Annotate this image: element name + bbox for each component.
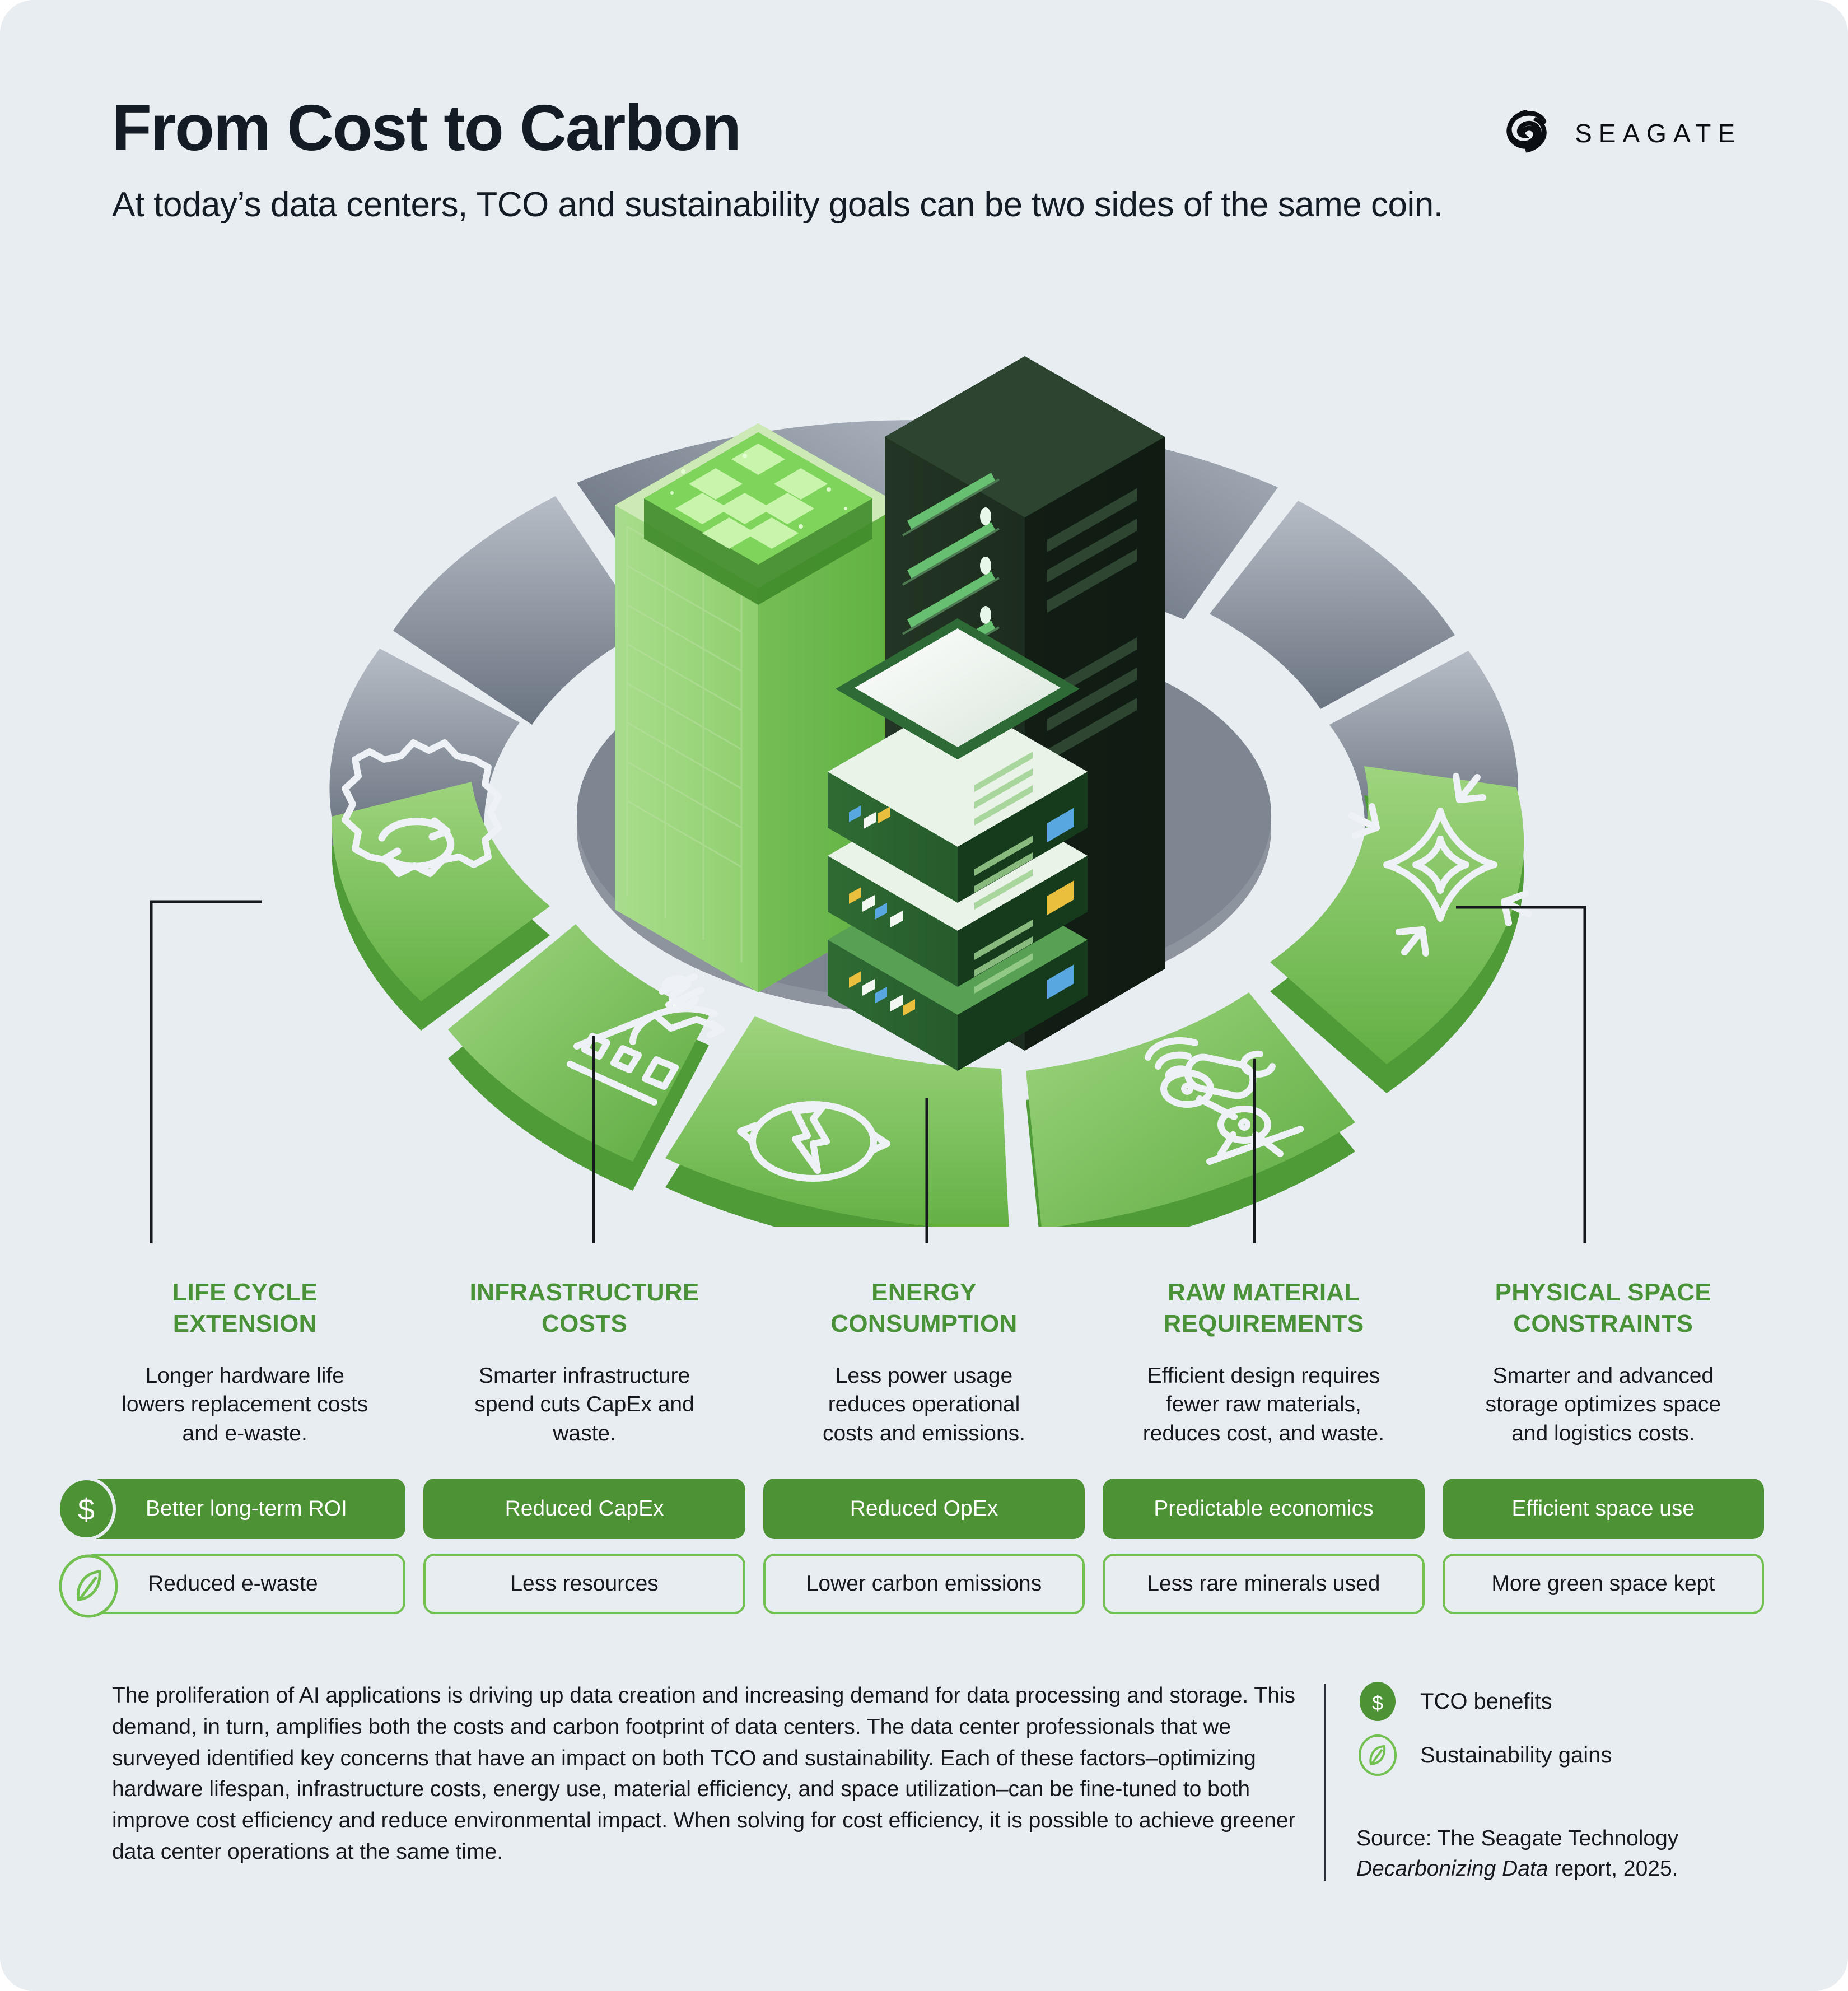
leaf-circle-icon	[1356, 1734, 1399, 1776]
legend-label: Sustainability gains	[1420, 1742, 1612, 1768]
stacked-server-unit	[828, 618, 1088, 1071]
tco-badge[interactable]: Efficient space use	[1442, 1479, 1764, 1539]
dollar-circle-icon: $	[1356, 1680, 1399, 1723]
legend-label: TCO benefits	[1420, 1689, 1552, 1714]
seagate-logo: SEAGATE	[1502, 106, 1742, 160]
tco-badge-row: $ Better long-term ROI Reduced CapEx Red…	[57, 1477, 1764, 1541]
column-heading: INFRASTRUCTURE COSTS	[469, 1279, 699, 1338]
column-description: Smarter infrastructure spend cuts CapEx …	[474, 1363, 694, 1446]
datacenter-ring-illustration	[185, 263, 1663, 1227]
column-heading: PHYSICAL SPACE CONSTRAINTS	[1495, 1279, 1712, 1338]
ring-segment-infrastructure	[448, 924, 725, 1191]
source-report-title: Decarbonizing Data	[1356, 1856, 1548, 1881]
ring-segment-lifecycle	[331, 739, 550, 1031]
column-life-cycle-extension: LIFE CYCLE EXTENSION Longer hardware lif…	[84, 1277, 405, 1448]
badge-label: Predictable economics	[1154, 1496, 1374, 1521]
badge-label: More green space kept	[1491, 1572, 1715, 1596]
badge-label: Less resources	[510, 1572, 659, 1596]
column-description: Less power usage reduces operational cos…	[822, 1363, 1025, 1446]
ring-segment-space	[1270, 766, 1532, 1093]
sustainability-badge[interactable]: More green space kept	[1442, 1554, 1764, 1614]
dollar-circle-icon: $	[55, 1475, 122, 1542]
badge-label: Less rare minerals used	[1147, 1572, 1380, 1596]
factor-columns: LIFE CYCLE EXTENSION Longer hardware lif…	[84, 1277, 1764, 1448]
column-heading: ENERGY CONSUMPTION	[830, 1279, 1018, 1338]
source-citation: Source: The Seagate Technology Decarboni…	[1356, 1824, 1764, 1884]
ring-segment-energy	[665, 1016, 1009, 1227]
source-prefix: Source: The Seagate Technology	[1356, 1826, 1679, 1850]
ring-segment-gray-2	[393, 496, 645, 725]
badge-label: Reduced OpEx	[850, 1496, 998, 1521]
column-heading: LIFE CYCLE EXTENSION	[172, 1279, 318, 1338]
sustainability-badge[interactable]: Less resources	[423, 1554, 745, 1614]
sustainability-badge[interactable]: Reduced e-waste	[59, 1554, 406, 1618]
tco-badge[interactable]: Predictable economics	[1103, 1479, 1425, 1539]
robot-arm-icon	[1145, 1037, 1304, 1165]
tco-badge[interactable]: Reduced OpEx	[763, 1479, 1085, 1539]
column-infrastructure-costs: INFRASTRUCTURE COSTS Smarter infrastruct…	[423, 1277, 745, 1448]
sustainability-badge-row: Reduced e-waste Less resources Lower car…	[59, 1554, 1764, 1618]
sustainability-badge[interactable]: Less rare minerals used	[1103, 1554, 1425, 1614]
compress-space-icon	[1348, 773, 1532, 957]
seagate-wordmark: SEAGATE	[1575, 119, 1742, 148]
footer-divider	[1324, 1684, 1326, 1881]
column-description: Longer hardware life lowers replacement …	[122, 1363, 368, 1446]
ring-segment-rawmaterial	[1026, 992, 1355, 1227]
legend-item-sustainability: Sustainability gains	[1356, 1734, 1764, 1776]
legend-item-tco: $ TCO benefits	[1356, 1680, 1764, 1723]
ring-segment-gray-5	[1210, 501, 1455, 709]
tco-badge[interactable]: $ Better long-term ROI	[57, 1477, 406, 1541]
svg-text:$: $	[78, 1493, 95, 1527]
crystal-array	[644, 432, 872, 605]
page-title: From Cost to Carbon	[112, 91, 741, 164]
badge-label: Reduced CapEx	[505, 1496, 664, 1521]
recycle-gear-icon	[342, 739, 502, 877]
source-suffix: report, 2025.	[1548, 1856, 1678, 1881]
badge-label: Lower carbon emissions	[806, 1572, 1042, 1596]
badges-grid: $ Better long-term ROI Reduced CapEx Red…	[57, 1477, 1764, 1629]
page-subtitle: At today’s data centers, TCO and sustain…	[112, 185, 1443, 224]
footer-legend-and-source: $ TCO benefits Sustainability gains Sour…	[1356, 1680, 1764, 1884]
seagate-swirl-icon	[1502, 106, 1556, 160]
column-raw-material-requirements: RAW MATERIAL REQUIREMENTS Efficient desi…	[1103, 1277, 1424, 1448]
footer: The proliferation of AI applications is …	[112, 1680, 1764, 1884]
badge-label: Reduced e-waste	[148, 1572, 318, 1596]
header: From Cost to Carbon At today’s data cent…	[0, 0, 1848, 258]
leaf-circle-icon	[57, 1552, 124, 1620]
svg-text:$: $	[1372, 1691, 1383, 1714]
column-energy-consumption: ENERGY CONSUMPTION Less power usage redu…	[763, 1277, 1085, 1448]
tco-badge[interactable]: Reduced CapEx	[423, 1479, 745, 1539]
column-heading: RAW MATERIAL REQUIREMENTS	[1163, 1279, 1364, 1338]
badge-label: Efficient space use	[1511, 1496, 1695, 1521]
connector-lines	[0, 874, 1848, 1266]
energy-recycle-icon	[737, 1101, 890, 1182]
badge-label: Better long-term ROI	[146, 1496, 347, 1521]
column-physical-space-constraints: PHYSICAL SPACE CONSTRAINTS Smarter and a…	[1443, 1277, 1764, 1448]
sustainability-badge[interactable]: Lower carbon emissions	[763, 1554, 1085, 1614]
column-description: Efficient design requires fewer raw mate…	[1142, 1363, 1385, 1446]
footer-body-text: The proliferation of AI applications is …	[112, 1684, 1296, 1864]
column-description: Smarter and advanced storage optimizes s…	[1485, 1363, 1721, 1446]
